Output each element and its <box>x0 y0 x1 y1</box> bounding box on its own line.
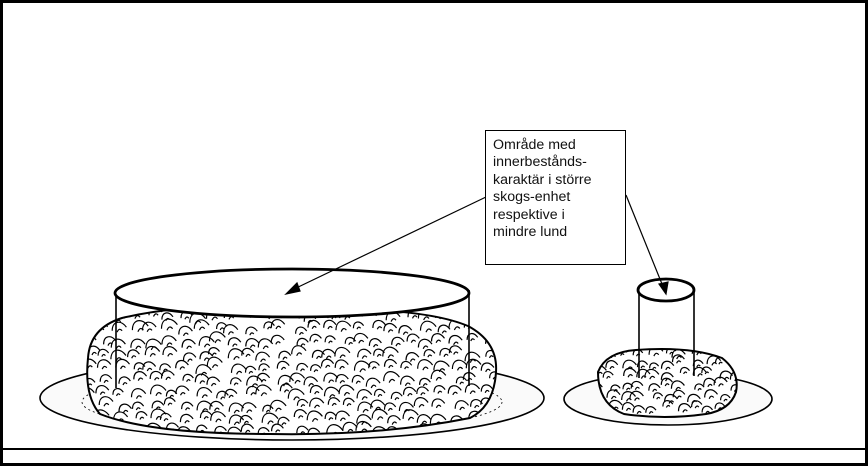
tree-crown-scribble <box>85 312 96 320</box>
tree-crown-scribble <box>487 313 502 324</box>
tree-crown-scribble <box>464 312 479 323</box>
tree-crown-scribble <box>481 320 495 330</box>
callout-line: mindre lund <box>493 224 619 241</box>
tree-crown-scribble <box>595 351 604 358</box>
callout-line: innerbestånds- <box>493 154 619 171</box>
tree-crown-scribble <box>733 355 744 363</box>
tree-crown-scribble <box>705 346 715 353</box>
tree-crown-scribble <box>486 427 497 435</box>
tree-crown-scribble <box>97 310 110 319</box>
callout-line: Område med <box>493 137 619 154</box>
callout-line: karaktär i större <box>493 172 619 189</box>
tree-crown-scribble <box>83 429 97 439</box>
callout-box: Område med innerbestånds- karaktär i stö… <box>485 130 626 265</box>
callout-line: respektive i <box>493 207 619 224</box>
callout-line: skogs-enhet <box>493 189 619 206</box>
arrow-to-small-grove <box>626 195 664 289</box>
tree-crown-scribble <box>730 349 741 357</box>
small-grove <box>564 279 772 425</box>
tree-crown-scribble <box>587 356 600 365</box>
large-forest <box>40 269 544 440</box>
